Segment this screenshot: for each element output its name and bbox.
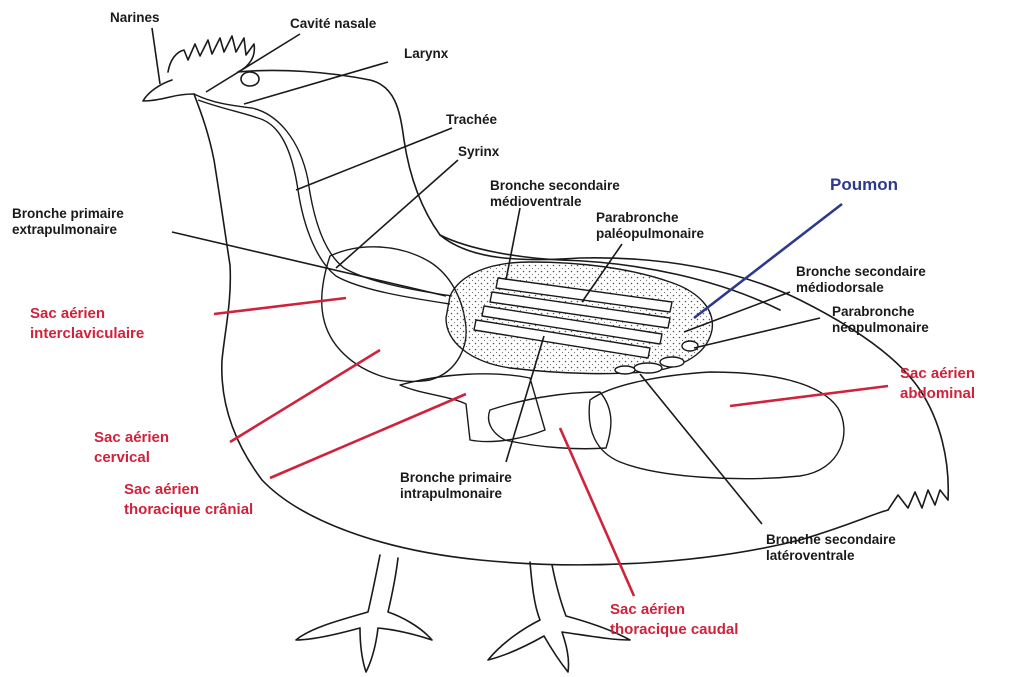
neo-oval-2 <box>660 357 684 367</box>
leader-syrinx <box>336 160 458 268</box>
label-sac-cervical-1: Sac aérien <box>94 429 169 446</box>
leader-sac-thoracique-cranial <box>270 394 466 478</box>
label-bronche-sec-lateroventrale-1: Bronche secondaire <box>766 532 896 547</box>
label-sac-cervical-2: cervical <box>94 449 150 466</box>
air-sac-cranial-thoracic <box>400 374 545 442</box>
comb-outline <box>168 36 254 72</box>
neo-oval-4 <box>615 366 635 374</box>
label-bronche-prim-extra-1: Bronche primaire <box>12 206 124 221</box>
air-sac-abdominal <box>589 372 844 479</box>
label-sac-thoracique-caudal-1: Sac aérien <box>610 601 685 618</box>
leader-narines <box>152 28 160 84</box>
beak-outline <box>143 80 194 101</box>
label-parabronche-paleo-2: paléopulmonaire <box>596 226 705 241</box>
label-bronche-sec-lateroventrale-2: latéroventrale <box>766 548 855 563</box>
label-bronche-sec-mediodorsale-2: médiodorsale <box>796 280 884 295</box>
air-sac-caudal-thoracic <box>489 392 611 449</box>
label-sac-thoracique-caudal-2: thoracique caudal <box>610 621 738 638</box>
tail-outline <box>888 490 948 510</box>
label-sac-interclaviculaire-2: interclaviculaire <box>30 325 144 342</box>
label-sac-abdominal-1: Sac aérien <box>900 365 975 382</box>
trachea-outer <box>198 100 450 304</box>
label-parabronche-neo-2: néopulmonaire <box>832 320 929 335</box>
label-bronche-sec-mediodorsale-1: Bronche secondaire <box>796 264 926 279</box>
eye <box>241 72 259 86</box>
label-parabronche-paleo-1: Parabronche <box>596 210 679 225</box>
label-syrinx: Syrinx <box>458 144 500 159</box>
label-poumon: Poumon <box>830 175 898 194</box>
label-parabronche-neo-1: Parabronche <box>832 304 915 319</box>
neo-oval-1 <box>634 363 662 373</box>
leader-cavite-nasale <box>206 34 300 92</box>
leg-left <box>296 555 432 672</box>
trachea-inner <box>194 94 452 296</box>
label-bronche-prim-intra-1: Bronche primaire <box>400 470 512 485</box>
label-cavite-nasale: Cavité nasale <box>290 16 377 31</box>
label-trachee: Trachée <box>446 112 498 127</box>
label-sac-thoracique-cranial-1: Sac aérien <box>124 481 199 498</box>
leader-bronche-prim-extra <box>172 232 446 296</box>
label-narines: Narines <box>110 10 160 25</box>
leg-right <box>488 562 630 672</box>
leader-trachee <box>296 128 452 190</box>
neo-oval-3 <box>682 341 698 351</box>
label-sac-abdominal-2: abdominal <box>900 385 975 402</box>
label-larynx: Larynx <box>404 46 449 61</box>
label-sac-interclaviculaire-1: Sac aérien <box>30 305 105 322</box>
label-bronche-prim-extra-2: extrapulmonaire <box>12 222 118 237</box>
leader-sac-interclaviculaire <box>214 298 346 314</box>
label-sac-thoracique-cranial-2: thoracique crânial <box>124 501 253 518</box>
leader-bronche-sec-lateroventrale <box>640 374 762 524</box>
leader-sac-thoracique-caudal <box>560 428 634 596</box>
label-bronche-prim-intra-2: intrapulmonaire <box>400 486 503 501</box>
label-bronche-sec-medioventrale-1: Bronche secondaire <box>490 178 620 193</box>
leader-sac-abdominal <box>730 386 888 406</box>
leader-sac-cervical <box>230 350 380 442</box>
leader-larynx <box>244 62 388 104</box>
label-bronche-sec-medioventrale-2: médioventrale <box>490 194 582 209</box>
